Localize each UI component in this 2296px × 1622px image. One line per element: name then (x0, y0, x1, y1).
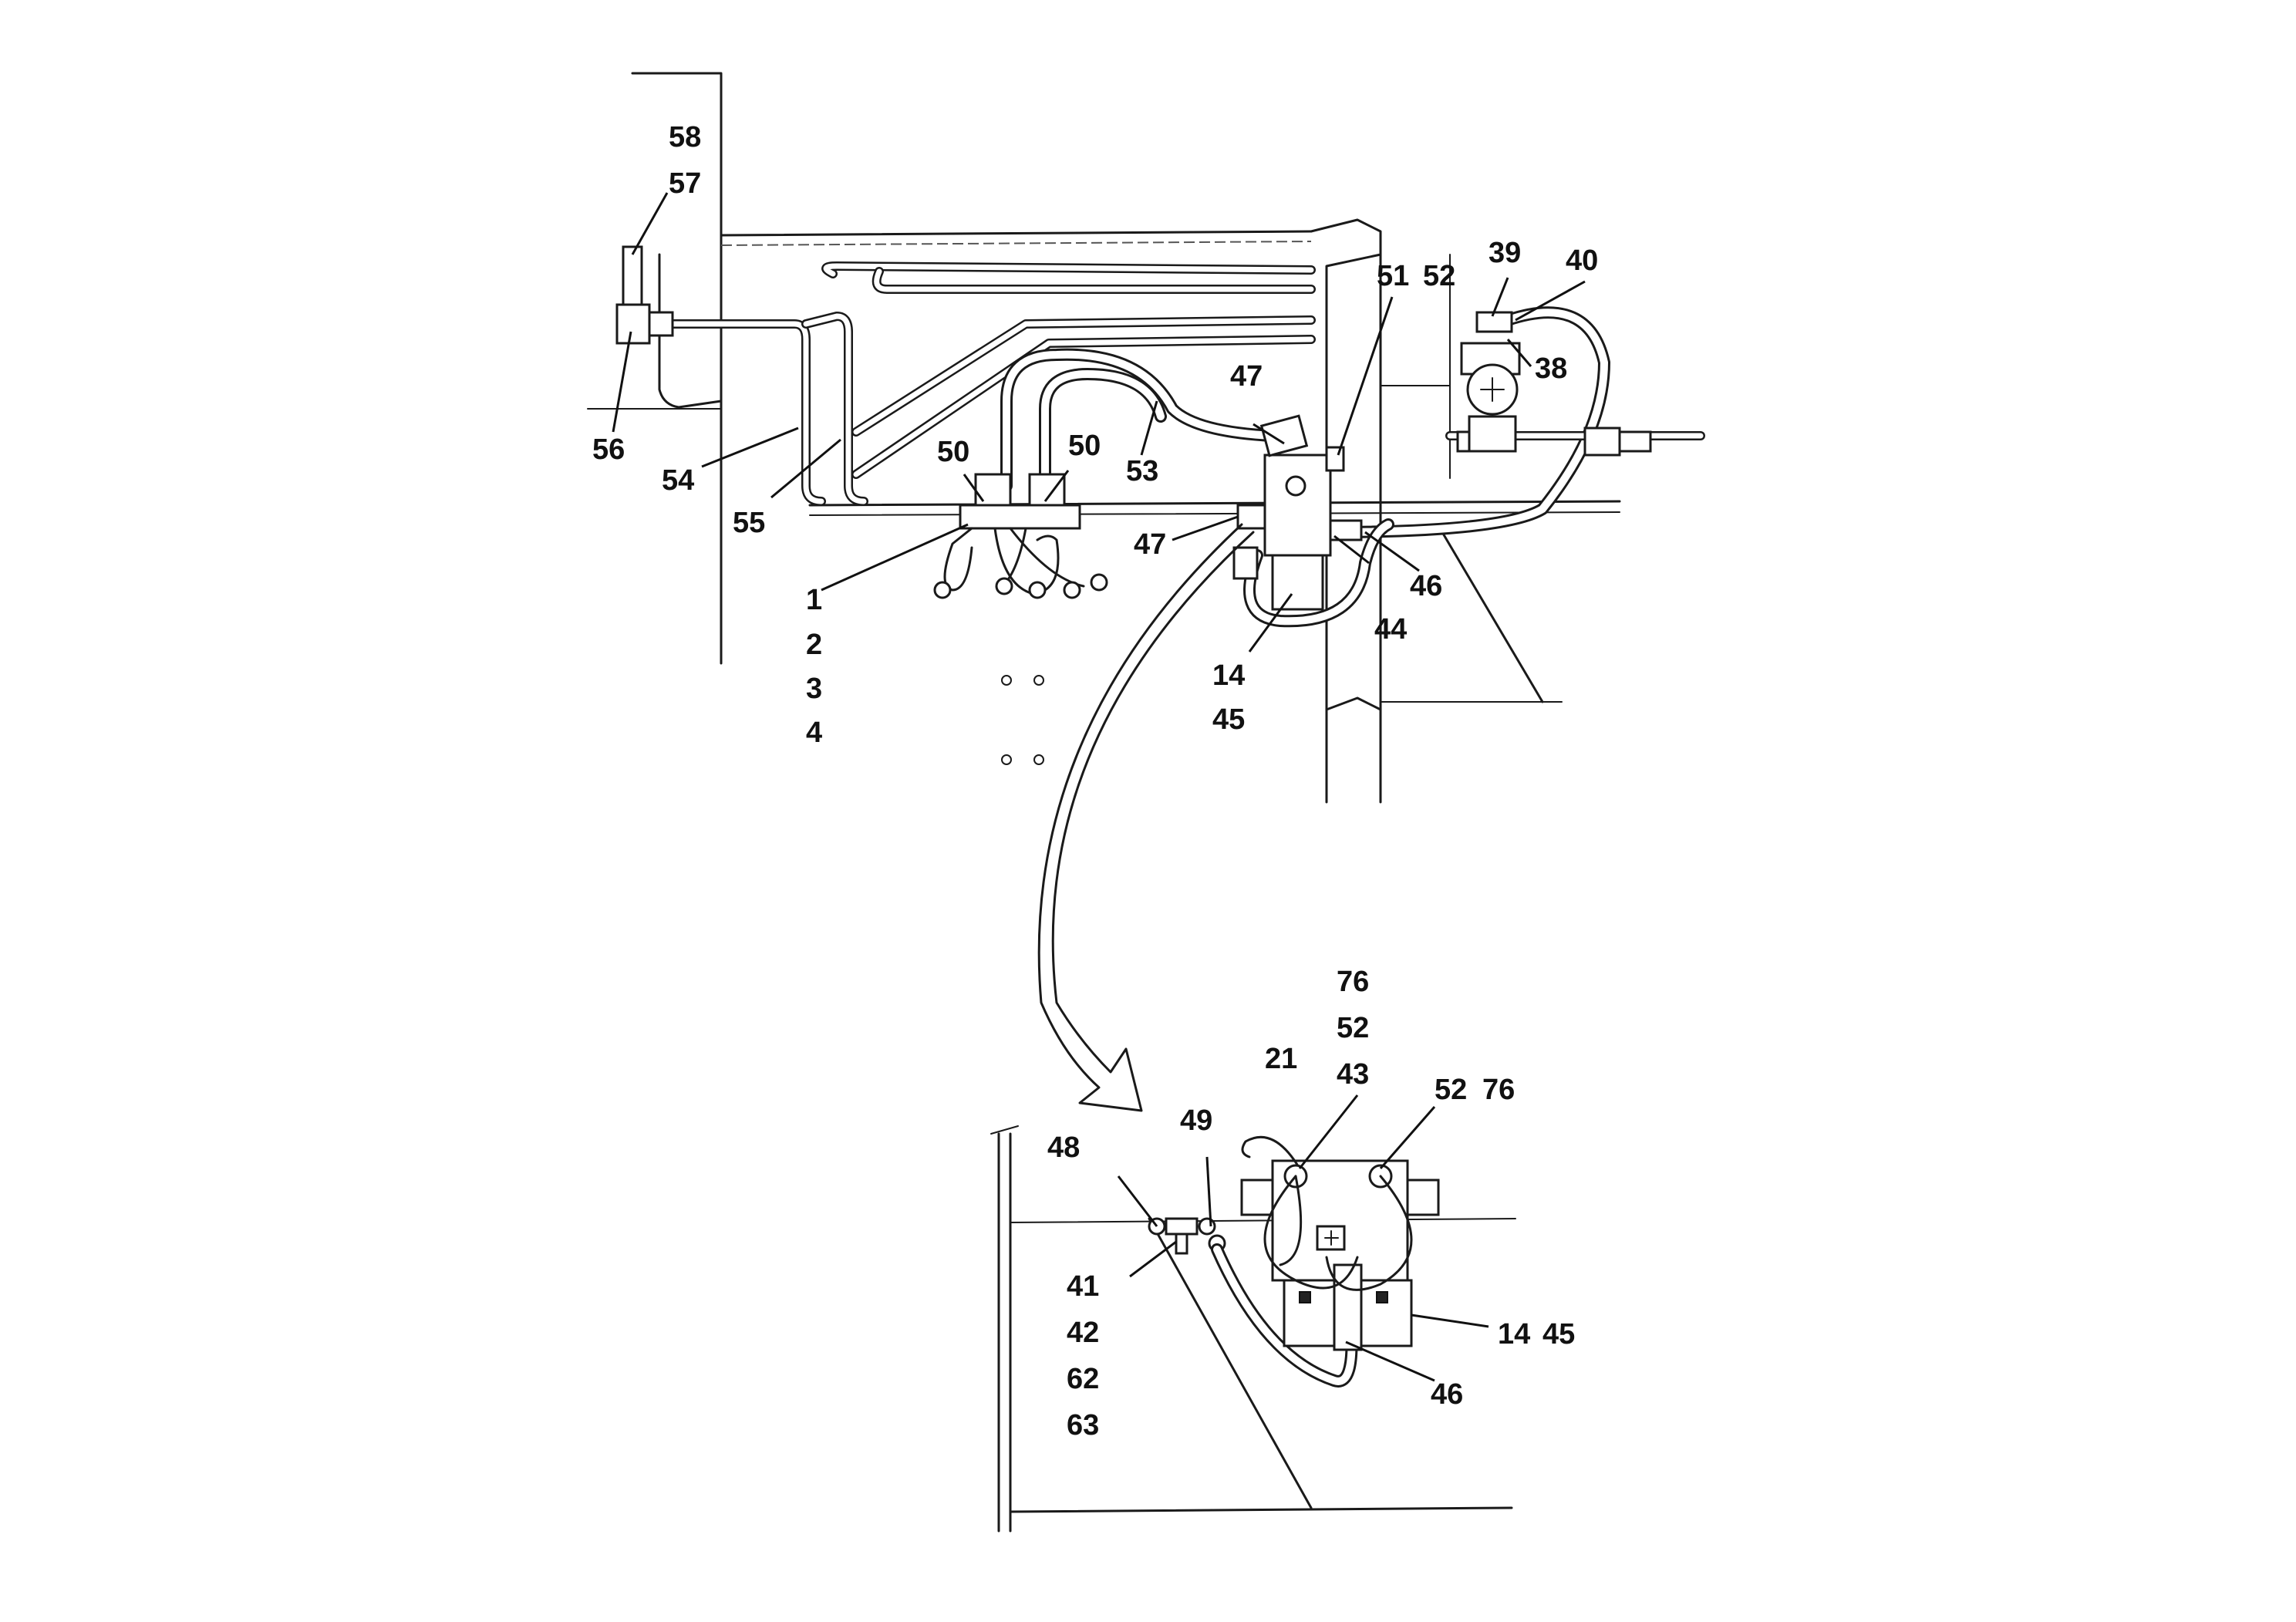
solenoid-right (1360, 1279, 1413, 1347)
callout-39: 39 (1489, 237, 1521, 269)
callout-45-top: 45 (1212, 703, 1245, 736)
callout-58: 58 (669, 121, 701, 153)
callout-2: 2 (806, 629, 822, 661)
callout-50-right: 50 (1068, 430, 1101, 462)
callout-57: 57 (669, 167, 701, 200)
callout-44: 44 (1374, 613, 1407, 646)
callout-52-top: 52 (1423, 260, 1455, 292)
callout-3: 3 (806, 673, 822, 705)
callout-40: 40 (1566, 244, 1598, 277)
distribution-block (959, 504, 1081, 530)
callout-47-bottom: 47 (1134, 528, 1166, 561)
callout-55: 55 (733, 507, 765, 539)
leader-lines (612, 192, 1586, 1382)
fitting-57 (622, 245, 643, 306)
callout-38: 38 (1535, 352, 1567, 385)
callout-48: 48 (1047, 1131, 1080, 1164)
callout-42: 42 (1067, 1317, 1099, 1349)
air-valve-39 (1475, 311, 1513, 333)
callout-46-bottom: 46 (1431, 1378, 1463, 1411)
callout-62: 62 (1067, 1363, 1099, 1395)
solenoid-left (1283, 1279, 1336, 1347)
callout-56: 56 (592, 433, 625, 466)
callout-76-right: 76 (1482, 1074, 1515, 1106)
callout-52-right: 52 (1435, 1074, 1467, 1106)
valve-block (1263, 454, 1332, 557)
detail-view-components (1148, 1135, 1440, 1388)
upper-view-piping (643, 261, 1705, 628)
detail-view-structure (990, 1125, 1516, 1533)
upper-view-structure (587, 72, 1621, 804)
callout-14-bottom: 14 (1498, 1318, 1530, 1351)
callout-49: 49 (1180, 1104, 1212, 1137)
callout-54: 54 (662, 464, 694, 497)
callout-21: 21 (1265, 1043, 1297, 1075)
callout-14-top: 14 (1212, 659, 1245, 692)
callout-51: 51 (1377, 260, 1409, 292)
callout-41: 41 (1067, 1270, 1099, 1303)
callout-43: 43 (1337, 1058, 1369, 1091)
callout-4: 4 (806, 717, 822, 749)
callout-47-top: 47 (1230, 360, 1263, 393)
callout-52-mid: 52 (1337, 1012, 1369, 1044)
callout-76-top: 76 (1337, 966, 1369, 998)
callout-46-top: 46 (1410, 570, 1442, 602)
detail-arrow (1037, 523, 1255, 1112)
callout-50-left: 50 (937, 436, 969, 468)
solenoid-14 (1271, 554, 1324, 611)
callout-45-bottom: 45 (1542, 1318, 1575, 1351)
fitting-56 (615, 303, 651, 345)
callout-63: 63 (1067, 1409, 1099, 1442)
callout-1: 1 (806, 584, 822, 616)
callout-53: 53 (1126, 455, 1158, 487)
callout-labels: 58 57 56 54 55 50 50 53 47 47 51 52 39 4… (592, 121, 1598, 1442)
